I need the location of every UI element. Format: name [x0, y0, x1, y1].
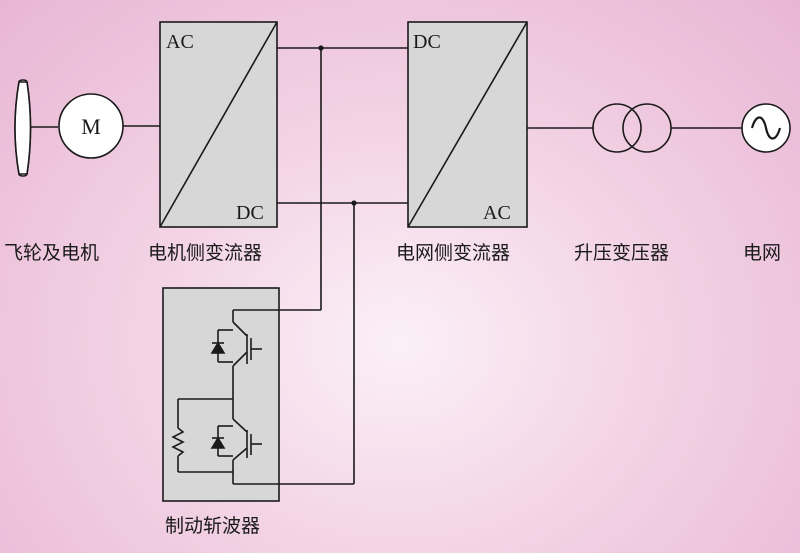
grid-label: 电网 [743, 242, 781, 264]
grid-converter-dc-label: DC [413, 31, 441, 53]
step-up-transformer [592, 103, 742, 153]
lower-igbt-icon [210, 418, 262, 461]
brake-chopper [162, 287, 280, 502]
motor-side-converter [159, 21, 278, 228]
motor [58, 93, 160, 159]
motor-converter-label: 电机侧变流器 [148, 242, 262, 264]
dc-bus-junction-lower [351, 200, 357, 206]
motor-symbol: M [81, 114, 101, 139]
upper-igbt-icon [210, 321, 262, 367]
grid-converter-label: 电网侧变流器 [396, 242, 510, 264]
flywheel [14, 79, 58, 177]
grid-side-converter [407, 21, 528, 228]
motor-converter-ac-label: AC [166, 31, 194, 53]
dc-bus-wiring [277, 47, 408, 485]
motor-converter-dc-label: DC [236, 202, 264, 224]
flywheel-motor-label: 飞轮及电机 [4, 242, 99, 264]
grid-source [741, 103, 791, 153]
braking-resistor-icon [171, 398, 233, 473]
dc-bus-junction-upper [318, 45, 324, 51]
brake-chopper-label: 制动斩波器 [165, 515, 260, 537]
step-up-transformer-label: 升压变压器 [574, 242, 669, 264]
grid-converter-ac-label: AC [483, 202, 511, 224]
